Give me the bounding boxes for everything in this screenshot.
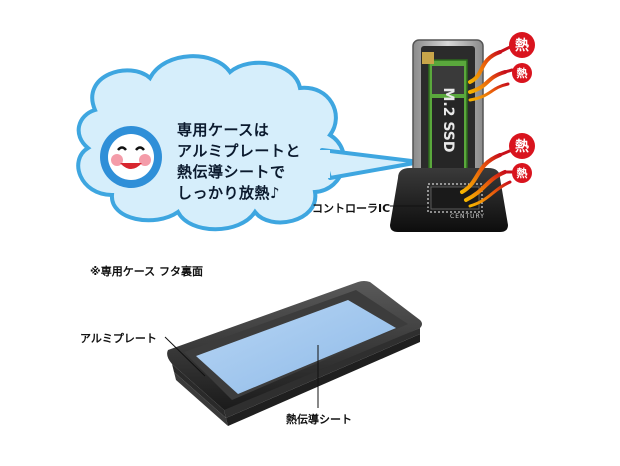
bubble-line-4: しっかり放熱♪ bbox=[177, 184, 281, 202]
speech-bubble bbox=[76, 54, 422, 232]
heat-badge-2: 熱 bbox=[512, 63, 532, 83]
heat-badge-4: 熱 bbox=[512, 163, 532, 183]
heat-waves bbox=[460, 44, 514, 208]
ssd-enclosure bbox=[412, 39, 484, 191]
bubble-line-2: アルミプレートと bbox=[177, 142, 301, 160]
thermal-sheet-label: 熱伝導シート bbox=[286, 413, 352, 426]
heat-badge-1: 熱 bbox=[509, 32, 535, 58]
ssd-label: M.2 SSD bbox=[440, 87, 456, 153]
case-section-title: ※専用ケース フタ裏面 bbox=[90, 265, 203, 278]
smiley-face-icon bbox=[100, 126, 162, 188]
bubble-line-1: 専用ケースは bbox=[177, 121, 270, 139]
controller-ic-label: コントローラIC bbox=[312, 202, 391, 215]
brand-logo: CENTURY bbox=[450, 213, 485, 220]
ssd-dock bbox=[390, 168, 508, 232]
bubble-message: 専用ケースは アルミプレートと 熱伝導シートで しっかり放熱♪ bbox=[177, 120, 317, 204]
bubble-line-3: 熱伝導シートで bbox=[177, 163, 286, 181]
aluminum-case-lid bbox=[167, 281, 422, 426]
heat-badge-3: 熱 bbox=[509, 133, 535, 159]
aluminum-plate-leader bbox=[164, 336, 206, 377]
aluminum-plate-label: アルミプレート bbox=[80, 332, 157, 345]
